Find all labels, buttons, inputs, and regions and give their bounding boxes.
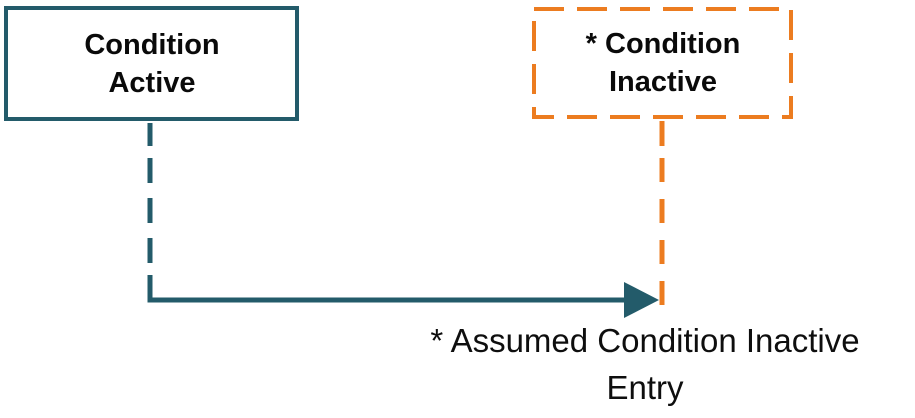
condition-active-label-line1: Condition (84, 29, 220, 61)
condition-active-box: Condition Active (4, 6, 300, 122)
assumed-entry-caption-line2: Entry (606, 369, 684, 406)
condition-inactive-label-line2: Inactive (609, 66, 717, 98)
condition-active-box-border (4, 6, 299, 121)
arrowhead-icon (624, 282, 659, 318)
condition-inactive-box: * Condition Inactive (532, 7, 794, 119)
condition-inactive-box-border (532, 7, 793, 119)
condition-inactive-label-line1: * Condition (585, 28, 741, 60)
arrow-shaft (147, 275, 625, 303)
assumed-entry-caption-line1: * Assumed Condition Inactive (430, 322, 860, 359)
condition-active-label-line2: Active (108, 67, 196, 99)
assumed-entry-caption: * Assumed Condition Inactive Entry (354, 317, 915, 411)
